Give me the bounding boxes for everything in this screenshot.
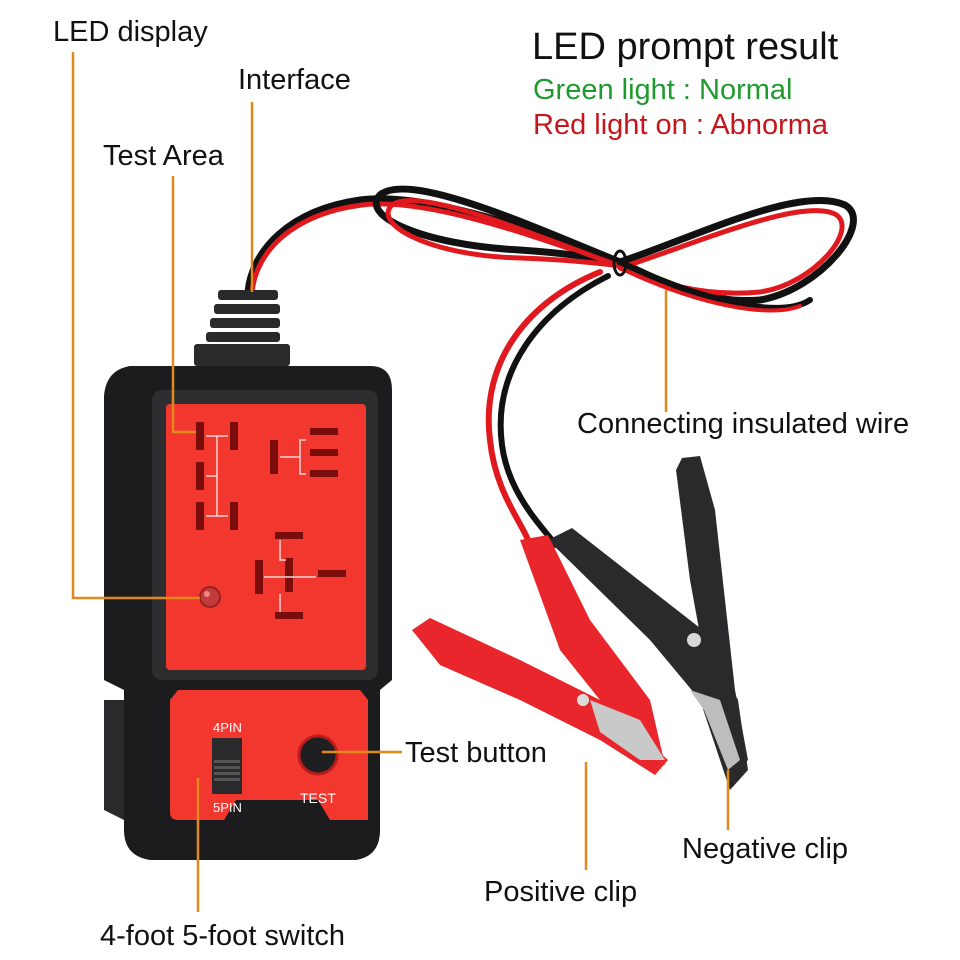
callout-interface: Interface xyxy=(238,64,351,96)
legend-red-abnormal: Red light on : Abnorma xyxy=(533,109,829,141)
switch-4pin-label: 4PIN xyxy=(213,720,242,735)
leader-test-area xyxy=(171,176,196,434)
legend-title: LED prompt result xyxy=(532,26,839,68)
led-indicator xyxy=(199,586,221,608)
negative-clip-shape xyxy=(548,456,748,790)
test-button-label: TEST xyxy=(300,790,336,806)
leader-lines xyxy=(71,52,730,912)
test-button[interactable] xyxy=(297,734,339,776)
callout-negative-clip: Negative clip xyxy=(682,833,849,865)
insulated-wire xyxy=(244,185,857,548)
legend-green-normal: Green light : Normal xyxy=(533,74,793,106)
callout-pin-switch: 4-foot 5-foot switch xyxy=(100,920,345,952)
callout-test-button: Test button xyxy=(405,737,547,769)
callout-test-area: Test Area xyxy=(103,140,224,172)
callout-led-display: LED display xyxy=(53,16,208,48)
leader-led-display xyxy=(71,52,200,600)
callout-connecting-wire: Connecting insulated wire xyxy=(577,408,910,440)
positive-clip-shape xyxy=(412,535,668,775)
callout-positive-clip: Positive clip xyxy=(484,876,638,908)
switch-5pin-label: 5PIN xyxy=(213,800,242,815)
cable-strain-relief xyxy=(194,290,290,366)
relay-tester-device: 4PIN 5PIN TEST xyxy=(104,290,392,860)
